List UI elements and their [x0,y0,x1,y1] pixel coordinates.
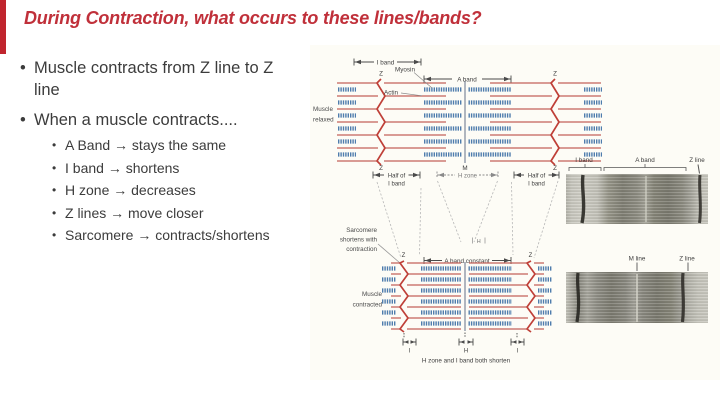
bullet-glyph: • [20,59,26,77]
sarcomere-figure: I band A band Z Z Z Z M Myosin Actin Mus… [310,45,720,380]
sub-bullet-text: Z lines → move closer [65,204,204,221]
label-tick-i: I [409,349,411,355]
label-z: Z [379,71,383,78]
sub-bullet-item: • H zone → decreases [52,179,270,202]
sub-bullet-item: • Z lines → move closer [52,202,270,225]
label-micro-a-band: A band [635,157,655,164]
label-tick-i: I [517,349,519,355]
sarcomere-leader-line [377,243,401,264]
micrograph-z-band [680,272,686,323]
bullet-glyph: • [20,111,26,129]
sub-bullet-item: • A Band → stays the same [52,134,270,157]
label-i-band: I band [377,60,395,67]
dim-a-band [423,75,512,83]
label-m: M [462,165,467,172]
label-half-of: Half of [388,173,406,179]
label-micro-z-line: Z line [689,157,705,164]
label-z: Z [379,165,383,172]
dim-h-zone [436,171,499,179]
label-h-small: H [477,239,481,245]
label-z: Z [553,165,557,172]
label-tick-h: H [464,349,468,355]
bullet-glyph: • [52,160,57,175]
label-sarcomere-shortens: shortens with [340,237,378,244]
sub-bullet-text: Sarcomere → contracts/shortens [65,227,270,244]
slide-title: During Contraction, what occurs to these… [24,8,482,28]
dim-half-i-band-right [513,171,560,179]
label-sarcomere-shortens: contraction [346,246,377,253]
micrograph-z-band [575,272,581,323]
bullet-text: When a muscle contracts.... [34,111,238,129]
sub-bullet-text: H zone → decreases [65,182,196,199]
label-micro-z-line: Z line [679,256,695,263]
bullet-glyph: • [52,138,57,152]
title-accent-bar [0,0,6,54]
sub-bullet-item: • Sarcomere → contracts/shortens [52,224,270,247]
label-a-band: A band [457,76,477,83]
micrograph-z-band [698,174,702,224]
contracted-z-lines [399,260,536,333]
micrograph-relaxed: I band A band Z line [566,157,708,224]
label-micro-i-band: I band [575,157,593,164]
bullet-glyph: • [52,183,57,198]
micrograph-striation-texture [566,174,708,224]
label-muscle-relaxed: relaxed [313,117,334,124]
label-actin: Actin [384,90,398,97]
sub-bullet-text: I band → shortens [65,159,180,176]
label-muscle-contracted: contracted [353,302,383,309]
micrograph-pointer-ticks [636,262,689,271]
dim-bottom-ticks [402,332,525,346]
label-z: Z [529,253,533,259]
label-contracted-caption: H zone and I band both shorten [422,358,511,365]
relaxed-diagram: I band A band Z Z Z Z M Myosin Actin Mus… [313,58,602,172]
label-micro-m-line: M line [629,256,646,263]
sub-bullet-text: A Band → stays the same [65,137,227,153]
label-z: Z [402,253,406,259]
label-muscle-contracted: Muscle [362,291,382,298]
dim-a-band-constant [423,257,512,264]
label-sarcomere-shortens: Sarcomere [346,227,377,234]
bullet-glyph: • [52,228,57,243]
bullet-item: • When a muscle contracts.... [20,109,320,131]
dim-half-i-band-left [372,171,421,179]
bullet-text: Muscle contracts from Z line to Z line [34,59,274,99]
label-h-zone: H zone [458,173,478,179]
relaxed-z-lines [376,78,560,166]
label-z: Z [553,71,557,78]
label-half-i-band: I band [388,182,405,188]
micrograph-contracted: M line Z line [566,256,708,323]
micrograph-z-band [580,174,586,224]
bullet-item: • Muscle contracts from Z line to Z line [20,57,320,101]
dim-i-band [353,58,422,66]
label-half-of: Half of [528,173,546,179]
label-muscle-relaxed: Muscle [313,106,333,113]
label-myosin: Myosin [395,67,415,74]
bullet-glyph: • [52,205,57,220]
sub-bullet-list: • A Band → stays the same • I band → sho… [52,134,270,247]
sub-bullet-item: • I band → shortens [52,157,270,180]
contracted-diagram: Muscle contracted I H I H zone and I ban… [353,260,552,365]
actin-leader-line [400,92,423,97]
convergence-guide-lines [376,180,559,259]
label-a-band-constant: A band constant [444,258,489,265]
myosin-leader-line [413,72,433,89]
h-width-marker [472,237,486,244]
transition-annotations: Half of I band H zone Half of I band [340,171,560,265]
label-half-i-band: I band [528,182,545,188]
micrograph-brackets [568,164,700,174]
